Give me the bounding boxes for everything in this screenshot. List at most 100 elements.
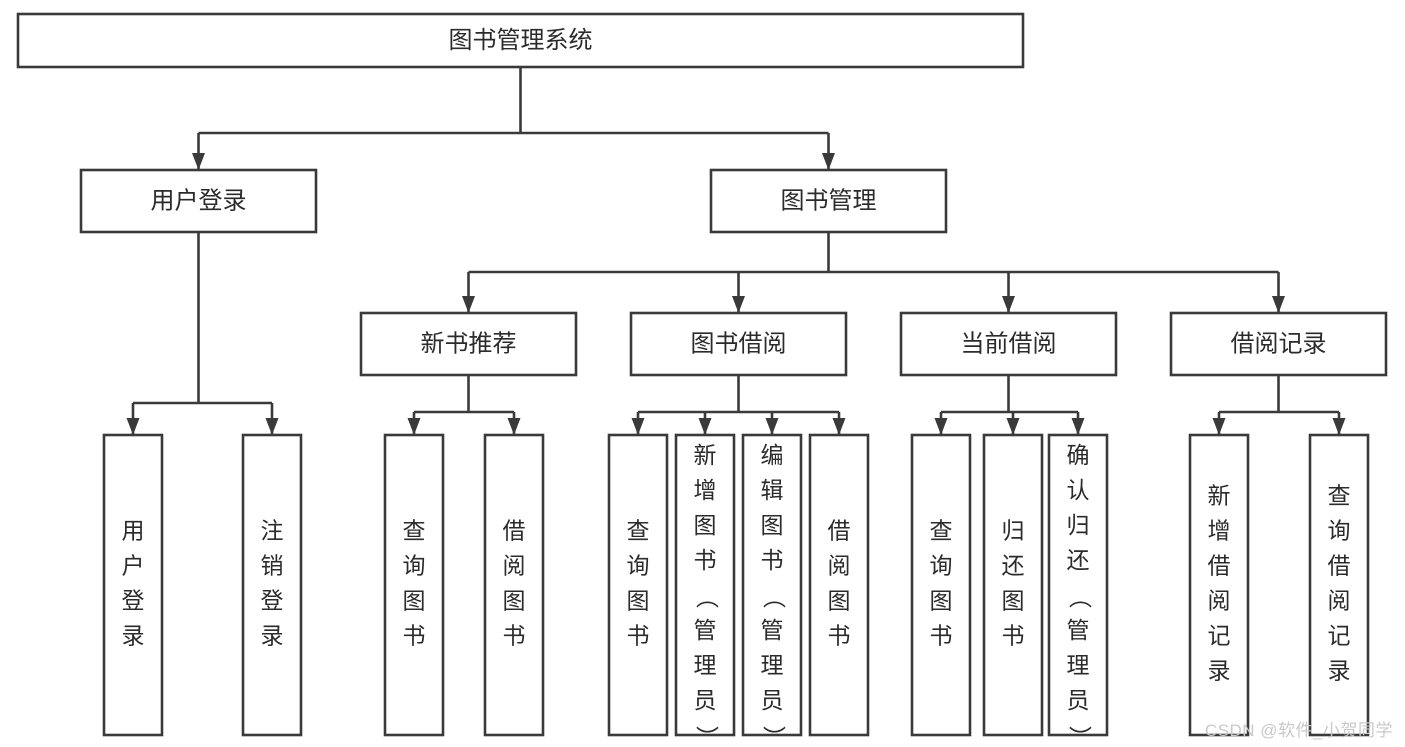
node-level3-label-3: 借阅记录 [1231, 330, 1327, 357]
svg-text:录: 录 [1328, 658, 1351, 684]
svg-text:记: 记 [1328, 623, 1351, 649]
svg-text:归: 归 [1002, 518, 1025, 544]
node-leaf-box-current_borrow-0[interactable] [910, 433, 972, 737]
svg-text:辑: 辑 [761, 477, 784, 503]
svg-text:询: 询 [930, 553, 953, 579]
node-level2-box-1[interactable] [709, 168, 948, 234]
node-leaf-box-book_borrow-3[interactable] [808, 433, 870, 737]
svg-text:（: （ [1067, 586, 1093, 609]
root-to-l2-arrow-1 [822, 153, 835, 170]
svg-text:编: 编 [761, 442, 784, 468]
l2-to-l3-arrow-2 [1002, 296, 1015, 313]
svg-text:理: 理 [694, 652, 717, 678]
userlogin-to-leaf-arrow-0 [126, 418, 140, 435]
svg-text:借: 借 [1328, 553, 1351, 579]
svg-text:图: 图 [694, 512, 717, 538]
node-leaf-box-borrow_record-1[interactable] [1308, 433, 1370, 737]
csdn-watermark: CSDN @软件_小贺同学 [1204, 721, 1393, 740]
svg-text:图: 图 [930, 588, 953, 614]
l3-0-to-leaf-arrow-0 [407, 418, 421, 435]
node-leaf-box-borrow_record-0[interactable] [1188, 433, 1250, 737]
svg-text:管: 管 [761, 617, 784, 643]
svg-text:书: 书 [627, 623, 650, 649]
svg-text:借: 借 [1208, 553, 1231, 579]
l3-3-to-leaf-arrow-1 [1332, 418, 1346, 435]
svg-text:图: 图 [503, 588, 526, 614]
node-level3-box-0[interactable] [359, 311, 578, 377]
node-leaf-box-current_borrow-1[interactable] [982, 433, 1044, 737]
svg-text:记: 记 [1208, 623, 1231, 649]
l3-0-to-leaf-arrow-1 [507, 418, 521, 435]
l3-1-to-leaf-arrow-0 [631, 418, 645, 435]
svg-text:图: 图 [627, 588, 650, 614]
l2-to-l3-arrow-3 [1272, 296, 1285, 313]
svg-text:管: 管 [1067, 617, 1090, 643]
node-leaf-box-current_borrow-2[interactable] [1047, 433, 1109, 737]
svg-text:归: 归 [1067, 512, 1090, 538]
l3-2-to-leaf-arrow-0 [934, 418, 948, 435]
svg-text:增: 增 [694, 477, 717, 503]
l2-to-l3-arrow-1 [732, 296, 745, 313]
svg-text:）: ） [694, 726, 720, 747]
node-level2-box-0[interactable] [79, 168, 318, 234]
node-level3-label-2: 当前借阅 [961, 330, 1057, 357]
svg-text:确: 确 [1067, 442, 1090, 468]
node-leaf-box-book_borrow-1[interactable] [674, 433, 736, 737]
svg-text:图: 图 [403, 588, 426, 614]
svg-text:认: 认 [1067, 477, 1090, 503]
svg-text:书: 书 [761, 547, 784, 573]
svg-text:询: 询 [403, 553, 426, 579]
node-root-box[interactable] [16, 12, 1025, 69]
node-layer: 图书管理系统用户登录图书管理新书推荐图书借阅当前借阅借阅记录用户登录注销登录查询… [16, 12, 1388, 747]
node-level3-box-3[interactable] [1169, 311, 1388, 377]
node-leaf-box-user_login-1[interactable] [241, 433, 303, 737]
svg-text:登: 登 [122, 588, 145, 614]
userlogin-to-leaf-arrow-1 [265, 418, 279, 435]
node-level2-label-1: 图书管理 [781, 187, 877, 214]
svg-text:（: （ [761, 586, 787, 609]
node-leaf-box-new_book_recommend-1[interactable] [483, 433, 545, 737]
svg-text:书: 书 [930, 623, 953, 649]
svg-text:管: 管 [694, 617, 717, 643]
l3-1-to-leaf-arrow-3 [832, 418, 846, 435]
node-level2-label-0: 用户登录 [151, 187, 247, 214]
node-leaf-box-book_borrow-2[interactable] [741, 433, 803, 737]
svg-text:借: 借 [828, 518, 851, 544]
svg-text:查: 查 [403, 518, 426, 544]
node-level3-box-1[interactable] [629, 311, 848, 377]
l3-1-to-leaf-arrow-1 [698, 418, 712, 435]
svg-text:书: 书 [828, 623, 851, 649]
svg-text:理: 理 [1067, 652, 1090, 678]
l3-3-to-leaf-arrow-0 [1212, 418, 1226, 435]
node-leaf-box-book_borrow-0[interactable] [607, 433, 669, 737]
svg-text:员: 员 [694, 687, 717, 713]
node-leaf-box-user_login-0[interactable] [102, 433, 164, 737]
svg-text:询: 询 [1328, 518, 1351, 544]
node-leaf-box-new_book_recommend-0[interactable] [383, 433, 445, 737]
svg-text:书: 书 [1002, 623, 1025, 649]
svg-text:阅: 阅 [503, 553, 526, 579]
node-root-label: 图书管理系统 [449, 27, 593, 54]
l3-2-to-leaf-arrow-2 [1071, 418, 1085, 435]
node-leaf-label-user_login-0: 用户登录 [122, 518, 145, 649]
svg-text:销: 销 [261, 553, 284, 579]
svg-text:新: 新 [1208, 483, 1231, 509]
svg-text:图: 图 [761, 512, 784, 538]
svg-text:新: 新 [694, 442, 717, 468]
node-level3-box-2[interactable] [899, 311, 1118, 377]
svg-text:查: 查 [1328, 483, 1351, 509]
svg-text:阅: 阅 [828, 553, 851, 579]
svg-text:）: ） [761, 726, 787, 747]
l2-to-l3-arrow-0 [462, 296, 475, 313]
svg-text:录: 录 [122, 623, 145, 649]
node-level3-label-1: 图书借阅 [691, 330, 787, 357]
